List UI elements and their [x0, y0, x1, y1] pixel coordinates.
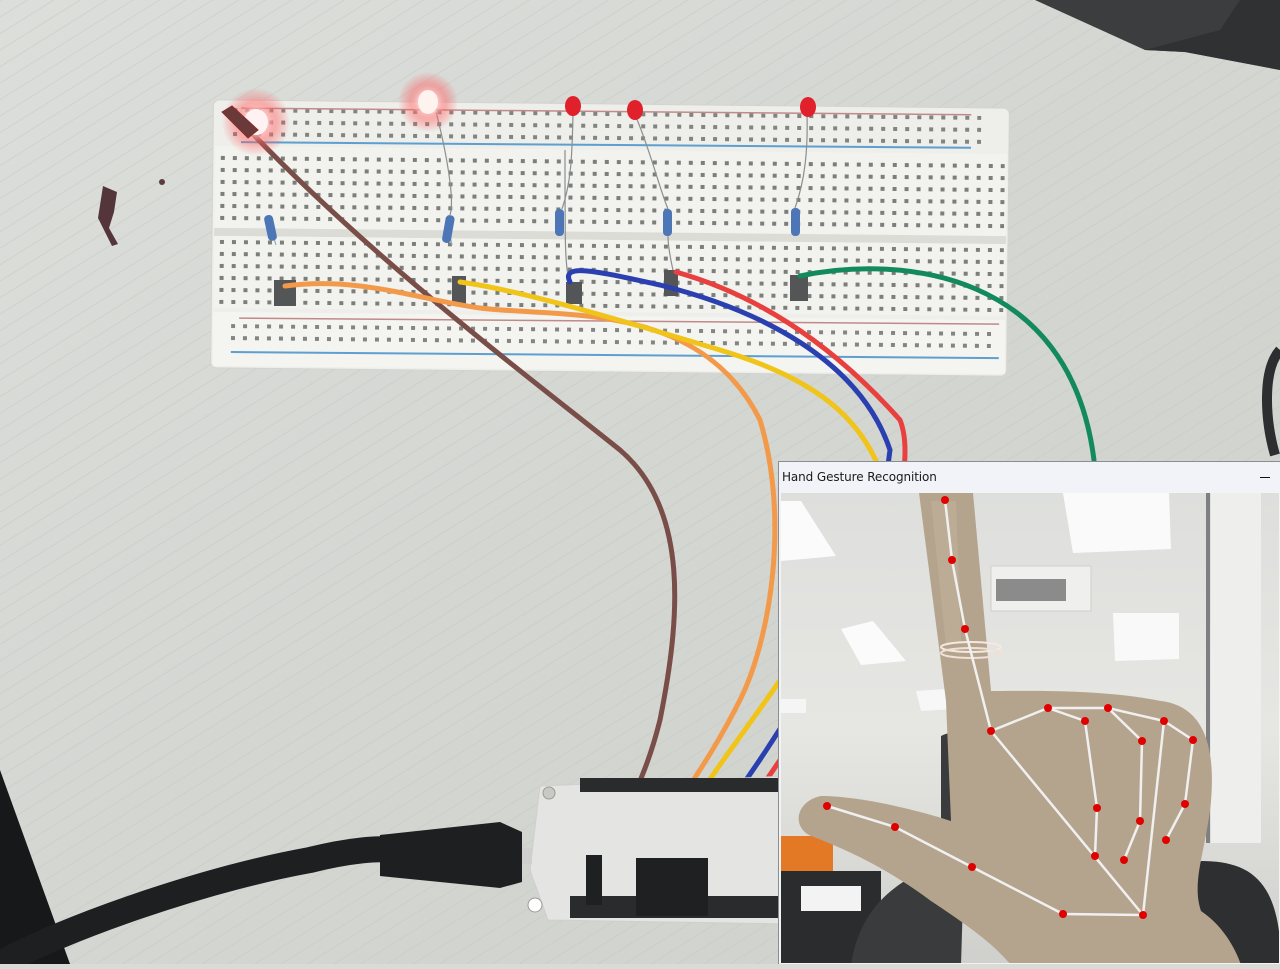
webcam-video-feed: [781, 493, 1279, 963]
window-titlebar[interactable]: Hand Gesture Recognition: [779, 462, 1280, 492]
window-title: Hand Gesture Recognition: [782, 470, 937, 484]
jumper-wires: [229, 109, 1097, 875]
hand-landmark-overlay: [781, 493, 1279, 963]
minimize-button[interactable]: [1250, 462, 1280, 492]
minimize-icon: [1260, 476, 1270, 478]
resistors: [264, 208, 800, 246]
hand-landmarks: [823, 496, 1197, 919]
breadboard: [210, 99, 1010, 377]
microcontroller-board: [0, 775, 791, 969]
leds: [221, 72, 816, 156]
app-window: Hand Gesture Recognition: [778, 461, 1280, 964]
